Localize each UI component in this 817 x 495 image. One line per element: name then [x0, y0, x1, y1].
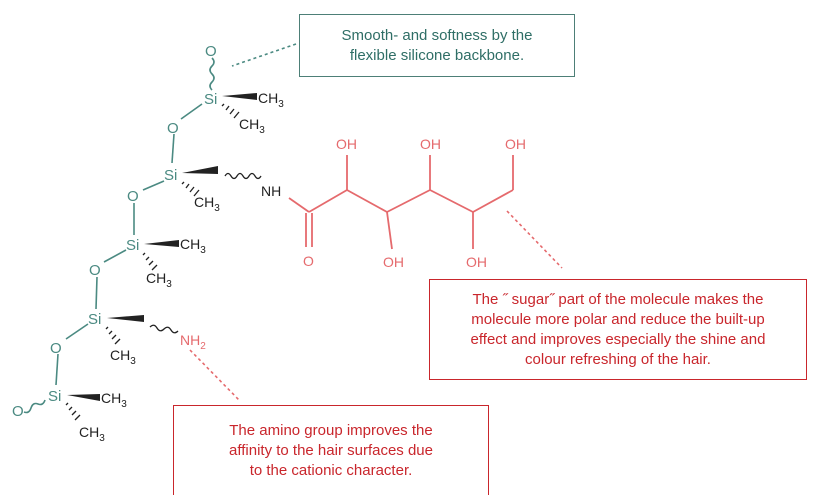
- atom-o-top: O: [205, 43, 217, 60]
- callout-line: molecule more polar and reduce the built…: [471, 310, 765, 328]
- leader-line-amino: [189, 349, 241, 402]
- callout-line: effect and improves especially the shine…: [470, 330, 766, 348]
- callout-sugar-part: The ˝ sugar˝ part of the molecule makes …: [429, 279, 807, 380]
- hash-si7: [105, 326, 121, 345]
- wavy-bond-linker: [224, 172, 262, 180]
- sugar-chain: [288, 155, 514, 250]
- carbonyl-o-label: O: [303, 253, 314, 269]
- leader-line-sugar: [506, 210, 563, 269]
- atom-si-3: Si: [164, 167, 177, 184]
- hydroxyl-c6: OH: [505, 136, 526, 152]
- bond-o2-si3: [171, 133, 175, 164]
- callout-line: to the cationic character.: [249, 461, 413, 479]
- methyl-si9-b: CH3: [79, 424, 105, 444]
- wedge-si1: [222, 93, 257, 100]
- wedge-si3: [182, 166, 218, 174]
- atom-o-4: O: [127, 188, 139, 205]
- bond-si3-o4: [142, 180, 165, 191]
- wedge-si9: [67, 394, 100, 401]
- methyl-si1-b: CH3: [239, 116, 265, 136]
- bond-o6-si7: [95, 276, 98, 310]
- callout-silicone-backbone: Smooth- and softness by the flexible sil…: [299, 14, 575, 77]
- atom-si-5: Si: [126, 237, 139, 254]
- backbone-atom-labels: O Si O Si O Si O Si O Si O: [12, 43, 217, 420]
- methyl-si5-b: CH3: [146, 270, 172, 290]
- methyl-si1-a: CH3: [258, 90, 284, 110]
- methyl-si5-a: CH3: [180, 236, 206, 256]
- linker-nh-label: NH: [261, 183, 281, 199]
- hydroxyl-c4: OH: [420, 136, 441, 152]
- callout-line: colour refreshing of the hair.: [525, 350, 711, 368]
- hash-si3: [181, 181, 200, 197]
- bond-c2-c3: [346, 189, 388, 213]
- bond-c3-oh: [386, 211, 393, 250]
- atom-o-6: O: [89, 262, 101, 279]
- bond-c3-c4: [386, 189, 431, 213]
- amine-label: NH2: [180, 332, 206, 352]
- atom-si-1: Si: [204, 91, 217, 108]
- hash-si9: [65, 402, 81, 421]
- methyl-si3: CH3: [194, 194, 220, 214]
- hash-si1: [221, 103, 240, 119]
- wavy-bond-amine: [149, 324, 179, 334]
- methyl-labels: CH3 CH3 CH3 CH3 CH3 CH3 CH3 CH3: [79, 90, 284, 444]
- callout-line: flexible silicone backbone.: [349, 46, 525, 64]
- silicone-backbone: [23, 57, 215, 414]
- bond-c1-c2: [308, 189, 348, 213]
- hydroxyl-c5: OH: [466, 254, 487, 270]
- methyl-si9-a: CH3: [101, 390, 127, 410]
- methyl-wedge-bonds: [67, 93, 257, 401]
- bond-c5-c6: [472, 189, 514, 213]
- hydroxyl-c3: OH: [383, 254, 404, 270]
- methyl-si7: CH3: [110, 347, 136, 367]
- hash-si5: [142, 252, 158, 271]
- leader-line-silicone: [231, 43, 297, 67]
- bond-c4-c5: [429, 189, 474, 213]
- bond-si5-o6: [103, 249, 127, 263]
- bond-o8-si9: [55, 353, 59, 386]
- callout-line: affinity to the hair surfaces due: [228, 441, 433, 459]
- bond-si7-o8: [65, 323, 89, 340]
- callout-amino-group: The amino group improves the affinity to…: [173, 405, 489, 495]
- methyl-hashed-bonds: [65, 103, 240, 421]
- atom-si-9: Si: [48, 388, 61, 405]
- callout-line: The amino group improves the: [229, 421, 433, 439]
- sugar-atom-labels: O OH OH OH OH OH: [303, 136, 526, 270]
- wavy-bond-top: [209, 57, 215, 91]
- atom-o-bottom: O: [12, 403, 24, 420]
- callout-line: The ˝ sugar˝ part of the molecule makes …: [472, 290, 764, 308]
- wedge-si5: [144, 240, 179, 247]
- callout-line: Smooth- and softness by the: [341, 26, 533, 44]
- hydroxyl-c2: OH: [336, 136, 357, 152]
- atom-o-2: O: [167, 120, 179, 137]
- bond-n-c1: [288, 197, 310, 213]
- wedge-si7: [107, 315, 144, 322]
- bond-si1-o2: [180, 103, 203, 120]
- atom-si-7: Si: [88, 311, 101, 328]
- wavy-bond-bottom: [23, 399, 46, 414]
- atom-o-8: O: [50, 340, 62, 357]
